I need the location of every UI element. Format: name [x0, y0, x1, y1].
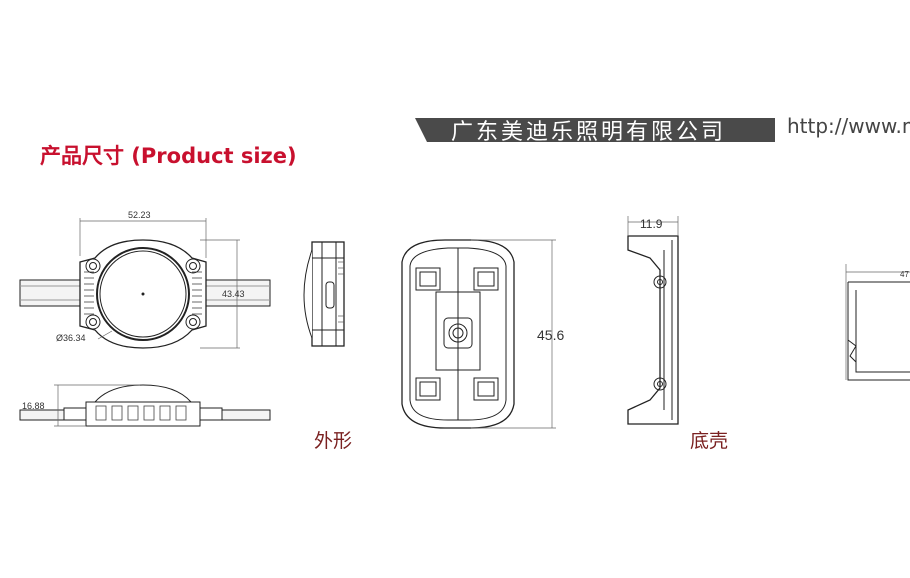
dim-base-height: 45.6: [537, 327, 564, 343]
header-banner: 广东美迪乐照明有限公司 http://www.m: [415, 114, 910, 145]
back-view-drawing: [401, 239, 556, 429]
company-url: http://www.m: [787, 114, 910, 138]
side-view-drawing: [19, 384, 271, 427]
dim-base-depth: 11.9: [640, 217, 663, 231]
front-view-drawing: [19, 218, 271, 349]
banner-background: [415, 118, 775, 142]
dim-lens-diameter: Ø36.34: [56, 333, 86, 343]
dim-partial: 47: [900, 270, 909, 279]
base-shell-drawing: [627, 216, 679, 425]
caption-base-shell: 底壳: [690, 430, 729, 452]
dim-front-width: 52.23: [128, 210, 151, 220]
dim-front-height: 43.43: [222, 289, 245, 299]
partial-view-drawing: [845, 264, 910, 381]
dim-side-height: 16.88: [22, 401, 45, 411]
company-name: 广东美迪乐照明有限公司: [451, 120, 727, 145]
profile-view-drawing: [303, 241, 345, 347]
caption-appearance: 外形: [314, 430, 353, 452]
section-title: 产品尺寸 (Product size): [40, 144, 297, 168]
